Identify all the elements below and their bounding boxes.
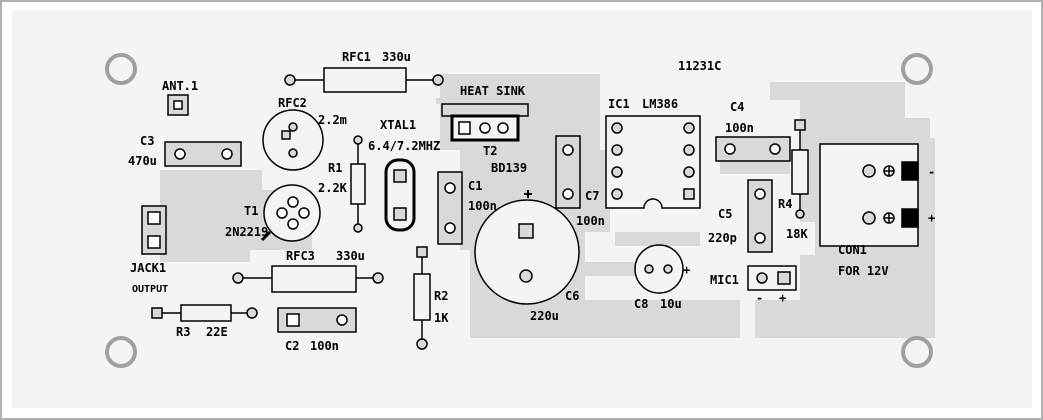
mounting-hole-bottom-left — [105, 336, 137, 368]
r3-value: 22E — [206, 325, 228, 339]
mounting-hole-top-right — [901, 53, 933, 85]
copper-trace-mid — [615, 232, 700, 246]
con1-plus-label: + — [928, 211, 935, 225]
mic1-label: MIC1 — [710, 273, 739, 287]
xtal1-body — [384, 158, 416, 232]
copper-trace-heatsink — [436, 98, 532, 104]
board-code: 11231C — [678, 59, 721, 73]
c4-value: 100n — [725, 121, 754, 135]
c7-value: 100n — [576, 214, 605, 228]
ic1-body — [605, 115, 701, 209]
rfc1-body — [323, 67, 407, 93]
mounting-holes — [105, 53, 933, 368]
con1-value: FOR 12V — [838, 264, 889, 278]
t1-body — [263, 184, 321, 242]
heat-sink — [441, 103, 529, 117]
c2-value: 100n — [310, 339, 339, 353]
c4-label: C4 — [730, 100, 744, 114]
c3-value: 470u — [128, 154, 157, 168]
t2-value: BD139 — [491, 161, 527, 175]
rfc2-body — [262, 109, 324, 171]
jack1-label: JACK1 — [130, 261, 166, 275]
c6-label: C6 — [565, 289, 579, 303]
copper-trace-bottom — [585, 262, 640, 276]
c6-body — [474, 199, 580, 305]
c8-label: C8 — [634, 297, 648, 311]
c6-value: 220u — [530, 309, 559, 323]
mic1-minus-label: - — [756, 291, 763, 305]
rfc2-label: RFC2 — [278, 96, 307, 110]
ic1-value: LM386 — [642, 97, 678, 111]
r1-value: 2.2K — [318, 181, 348, 195]
con1-body — [819, 143, 919, 247]
c5-label: C5 — [718, 207, 732, 221]
ant1-label: ANT.1 — [162, 79, 198, 93]
r4-label: R4 — [778, 197, 792, 211]
c7-label: C7 — [585, 189, 599, 203]
jack1-sublabel: OUTPUT — [132, 284, 168, 295]
xtal1-value: 6.4/7.2MHZ — [368, 139, 440, 153]
r2-body — [413, 273, 431, 321]
r1-label: R1 — [328, 161, 342, 175]
rfc3-value: 330u — [336, 249, 365, 263]
c1-label: C1 — [468, 179, 482, 193]
r1-body — [350, 163, 366, 205]
c8-plus-label: + — [683, 263, 690, 277]
c2-label: C2 — [285, 339, 299, 353]
c3-label: C3 — [140, 134, 154, 148]
mic1-plus-label: + — [779, 291, 786, 305]
c5-value: 220p — [708, 231, 737, 245]
t2-label: T2 — [483, 144, 497, 158]
c1-value: 100n — [468, 199, 497, 213]
rfc3-label: RFC3 — [286, 249, 315, 263]
c8-body — [634, 244, 684, 294]
rfc3-body — [271, 265, 357, 293]
t1-value: 2N2219 — [225, 225, 268, 239]
r3-body — [180, 304, 232, 322]
copper-pour-bottom — [470, 300, 740, 338]
c8-value: 10u — [660, 297, 682, 311]
rfc2-value: 2.2m — [318, 113, 347, 127]
r3-label: R3 — [176, 325, 190, 339]
rfc1-value: 330u — [382, 50, 411, 64]
copper-trace-right — [720, 160, 790, 174]
mounting-hole-top-left — [105, 53, 137, 85]
heat-sink-label: HEAT SINK — [460, 84, 526, 98]
r2-label: R2 — [434, 289, 448, 303]
r2-value: 1K — [434, 311, 449, 325]
xtal1-label: XTAL1 — [380, 118, 416, 132]
t1-label: T1 — [244, 204, 258, 218]
r4-body — [791, 149, 809, 195]
con1-label: CON1 — [838, 243, 867, 257]
r4-value: 18K — [786, 227, 808, 241]
con1-minus-label: - — [928, 165, 935, 179]
mounting-hole-bottom-right — [901, 336, 933, 368]
rfc1-label: RFC1 — [342, 50, 371, 64]
ic1-label: IC1 — [608, 97, 630, 111]
